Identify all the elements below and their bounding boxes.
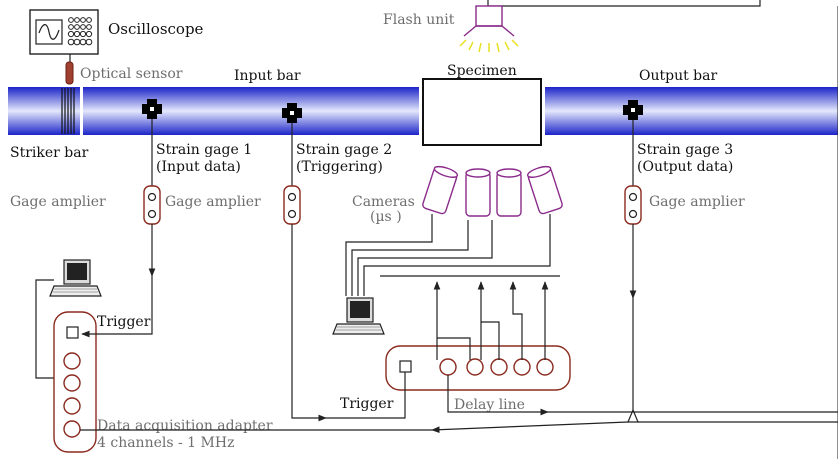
daq-trigger-port: [66, 326, 79, 339]
optical-sensor-label: Optical sensor: [80, 66, 183, 82]
cameras-label: Cameras: [352, 194, 415, 210]
flash-unit: [459, 0, 761, 53]
daq-channels-label: 4 channels - 1 MHz: [97, 435, 234, 451]
gage-amplifier-2: [283, 185, 301, 225]
specimen-label: Specimen: [447, 63, 517, 79]
oscilloscope-label: Oscilloscope: [108, 20, 204, 38]
strain-gage-1-label: Strain gage 1: [156, 142, 252, 158]
gage-amplifier-3-label: Gage amplier: [649, 194, 745, 210]
strain-gage-2-sub-label: (Triggering): [296, 159, 383, 175]
strain-gage-3-icon: [623, 100, 643, 120]
gage-amplifier-1: [143, 185, 161, 225]
input-bar-label: Input bar: [234, 68, 301, 84]
strain-gage-3-sub-label: (Output data): [637, 159, 733, 175]
strain-gage-2-label: Strain gage 2: [296, 142, 392, 158]
cameras: [422, 165, 563, 217]
sine-wave-icon: [38, 24, 60, 40]
delay-to-camera-arrows: [433, 281, 549, 360]
output-bar-label: Output bar: [639, 68, 717, 84]
gage-amplifier-left-label: Gage amplier: [10, 194, 106, 210]
flash-unit-label: Flash unit: [383, 12, 455, 28]
delay-line-trigger-port: [399, 360, 412, 373]
computer-right-icon: [332, 297, 385, 335]
strain-gage-2-icon: [282, 103, 302, 123]
gage-amplifier-1-label: Gage amplier: [165, 194, 261, 210]
strain-gage-3-label: Strain gage 3: [637, 142, 733, 158]
camera-1-icon: [422, 165, 459, 215]
trigger-top-label: Trigger: [97, 314, 151, 330]
signal-wires: [80, 6, 838, 459]
computer-left-icon: [49, 259, 102, 297]
camera-3-icon: [496, 168, 522, 217]
flash-rays-icon: [459, 39, 519, 53]
camera-4-icon: [526, 165, 563, 215]
strain-gage-1-sub-label: (Input data): [156, 159, 241, 175]
specimen: [422, 78, 542, 146]
trigger-bottom-label: Trigger: [340, 396, 394, 412]
oscilloscope-knobs-icon: [67, 17, 93, 46]
daq-adapter-label: Data acquisition adapter: [97, 418, 273, 434]
oscilloscope: [29, 9, 99, 62]
cameras-unit-label: (µs ): [370, 209, 402, 225]
strain-gage-1-icon: [142, 99, 162, 119]
optical-sensor: [65, 61, 74, 85]
camera-cables: [345, 214, 560, 296]
striker-bar: [8, 87, 80, 135]
daq-channel-ports: [63, 352, 81, 438]
striker-bar-label: Striker bar: [10, 145, 89, 161]
output-bar: [545, 87, 838, 135]
gage-amplifier-3: [624, 185, 642, 225]
delay-line-label: Delay line: [454, 397, 525, 413]
camera-2-icon: [465, 168, 491, 217]
striker-bar-end-lines: [61, 88, 75, 134]
input-bar: [83, 87, 419, 135]
